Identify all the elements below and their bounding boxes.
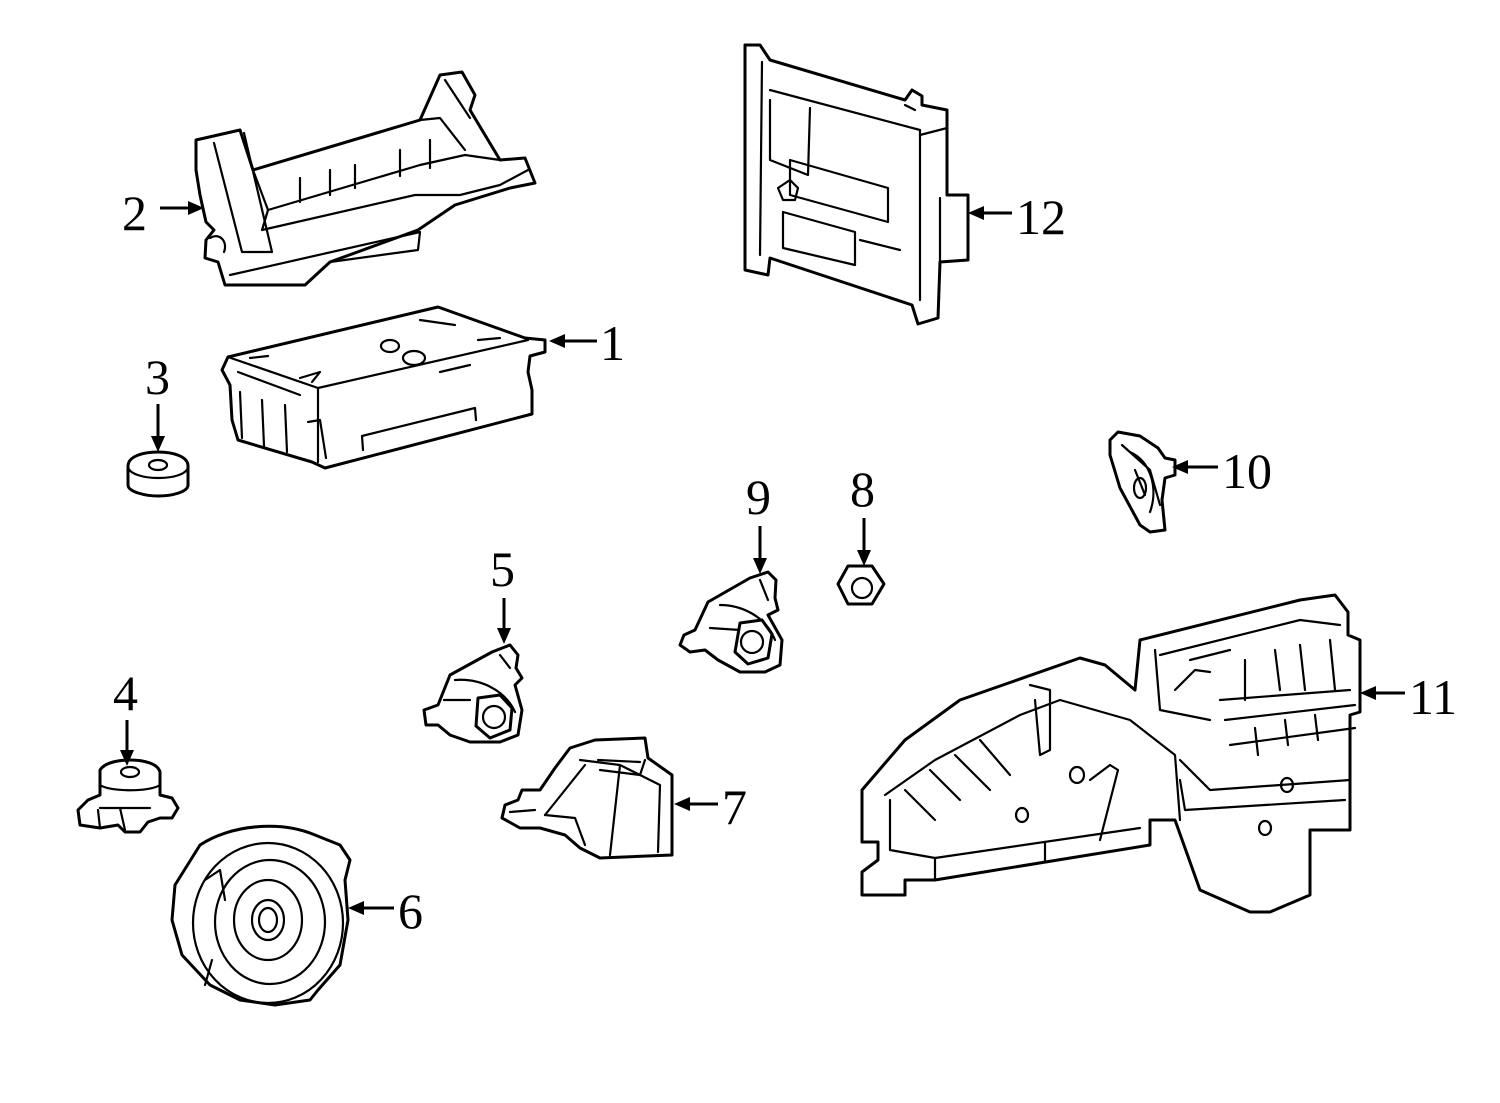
part-5-speaker [422, 643, 524, 744]
part-12-ecu [743, 43, 970, 326]
callout-numbers: 1 2 3 4 5 6 7 8 9 10 11 12 [113, 185, 1457, 939]
part-4-mount [76, 758, 180, 834]
callout-leaders [120, 201, 1405, 915]
callout-10: 10 [1222, 443, 1272, 499]
arrowhead-6 [348, 901, 364, 915]
part-9-speaker [678, 570, 784, 674]
arrowhead-11 [1360, 686, 1376, 700]
part-11-panel [860, 593, 1362, 914]
arrowhead-7 [674, 797, 690, 811]
arrowhead-5 [497, 628, 511, 644]
arrowhead-2 [188, 201, 204, 215]
part-2-bracket [194, 70, 537, 287]
callout-2: 2 [122, 185, 147, 241]
arrowhead-9 [753, 558, 767, 574]
callout-3: 3 [145, 349, 170, 405]
callout-12: 12 [1016, 189, 1066, 245]
callout-5: 5 [490, 541, 515, 597]
arrowhead-12 [968, 206, 984, 220]
arrowhead-1 [549, 334, 565, 348]
callout-8: 8 [850, 461, 875, 517]
callout-4: 4 [113, 665, 138, 721]
arrowhead-10 [1172, 460, 1188, 474]
callout-1: 1 [600, 315, 625, 371]
part-8-nut [836, 564, 886, 606]
arrowhead-8 [857, 550, 871, 566]
part-10-tweeter [1108, 430, 1177, 534]
part-3-grommet [126, 450, 190, 498]
callout-9: 9 [746, 469, 771, 525]
callout-6: 6 [398, 883, 423, 939]
callout-11: 11 [1409, 669, 1457, 725]
part-1-module [220, 305, 547, 470]
callout-7: 7 [722, 779, 747, 835]
arrowhead-3 [151, 436, 165, 452]
part-7-duct [500, 736, 674, 860]
arrowhead-4 [120, 750, 134, 766]
part-6-woofer [170, 824, 352, 1007]
